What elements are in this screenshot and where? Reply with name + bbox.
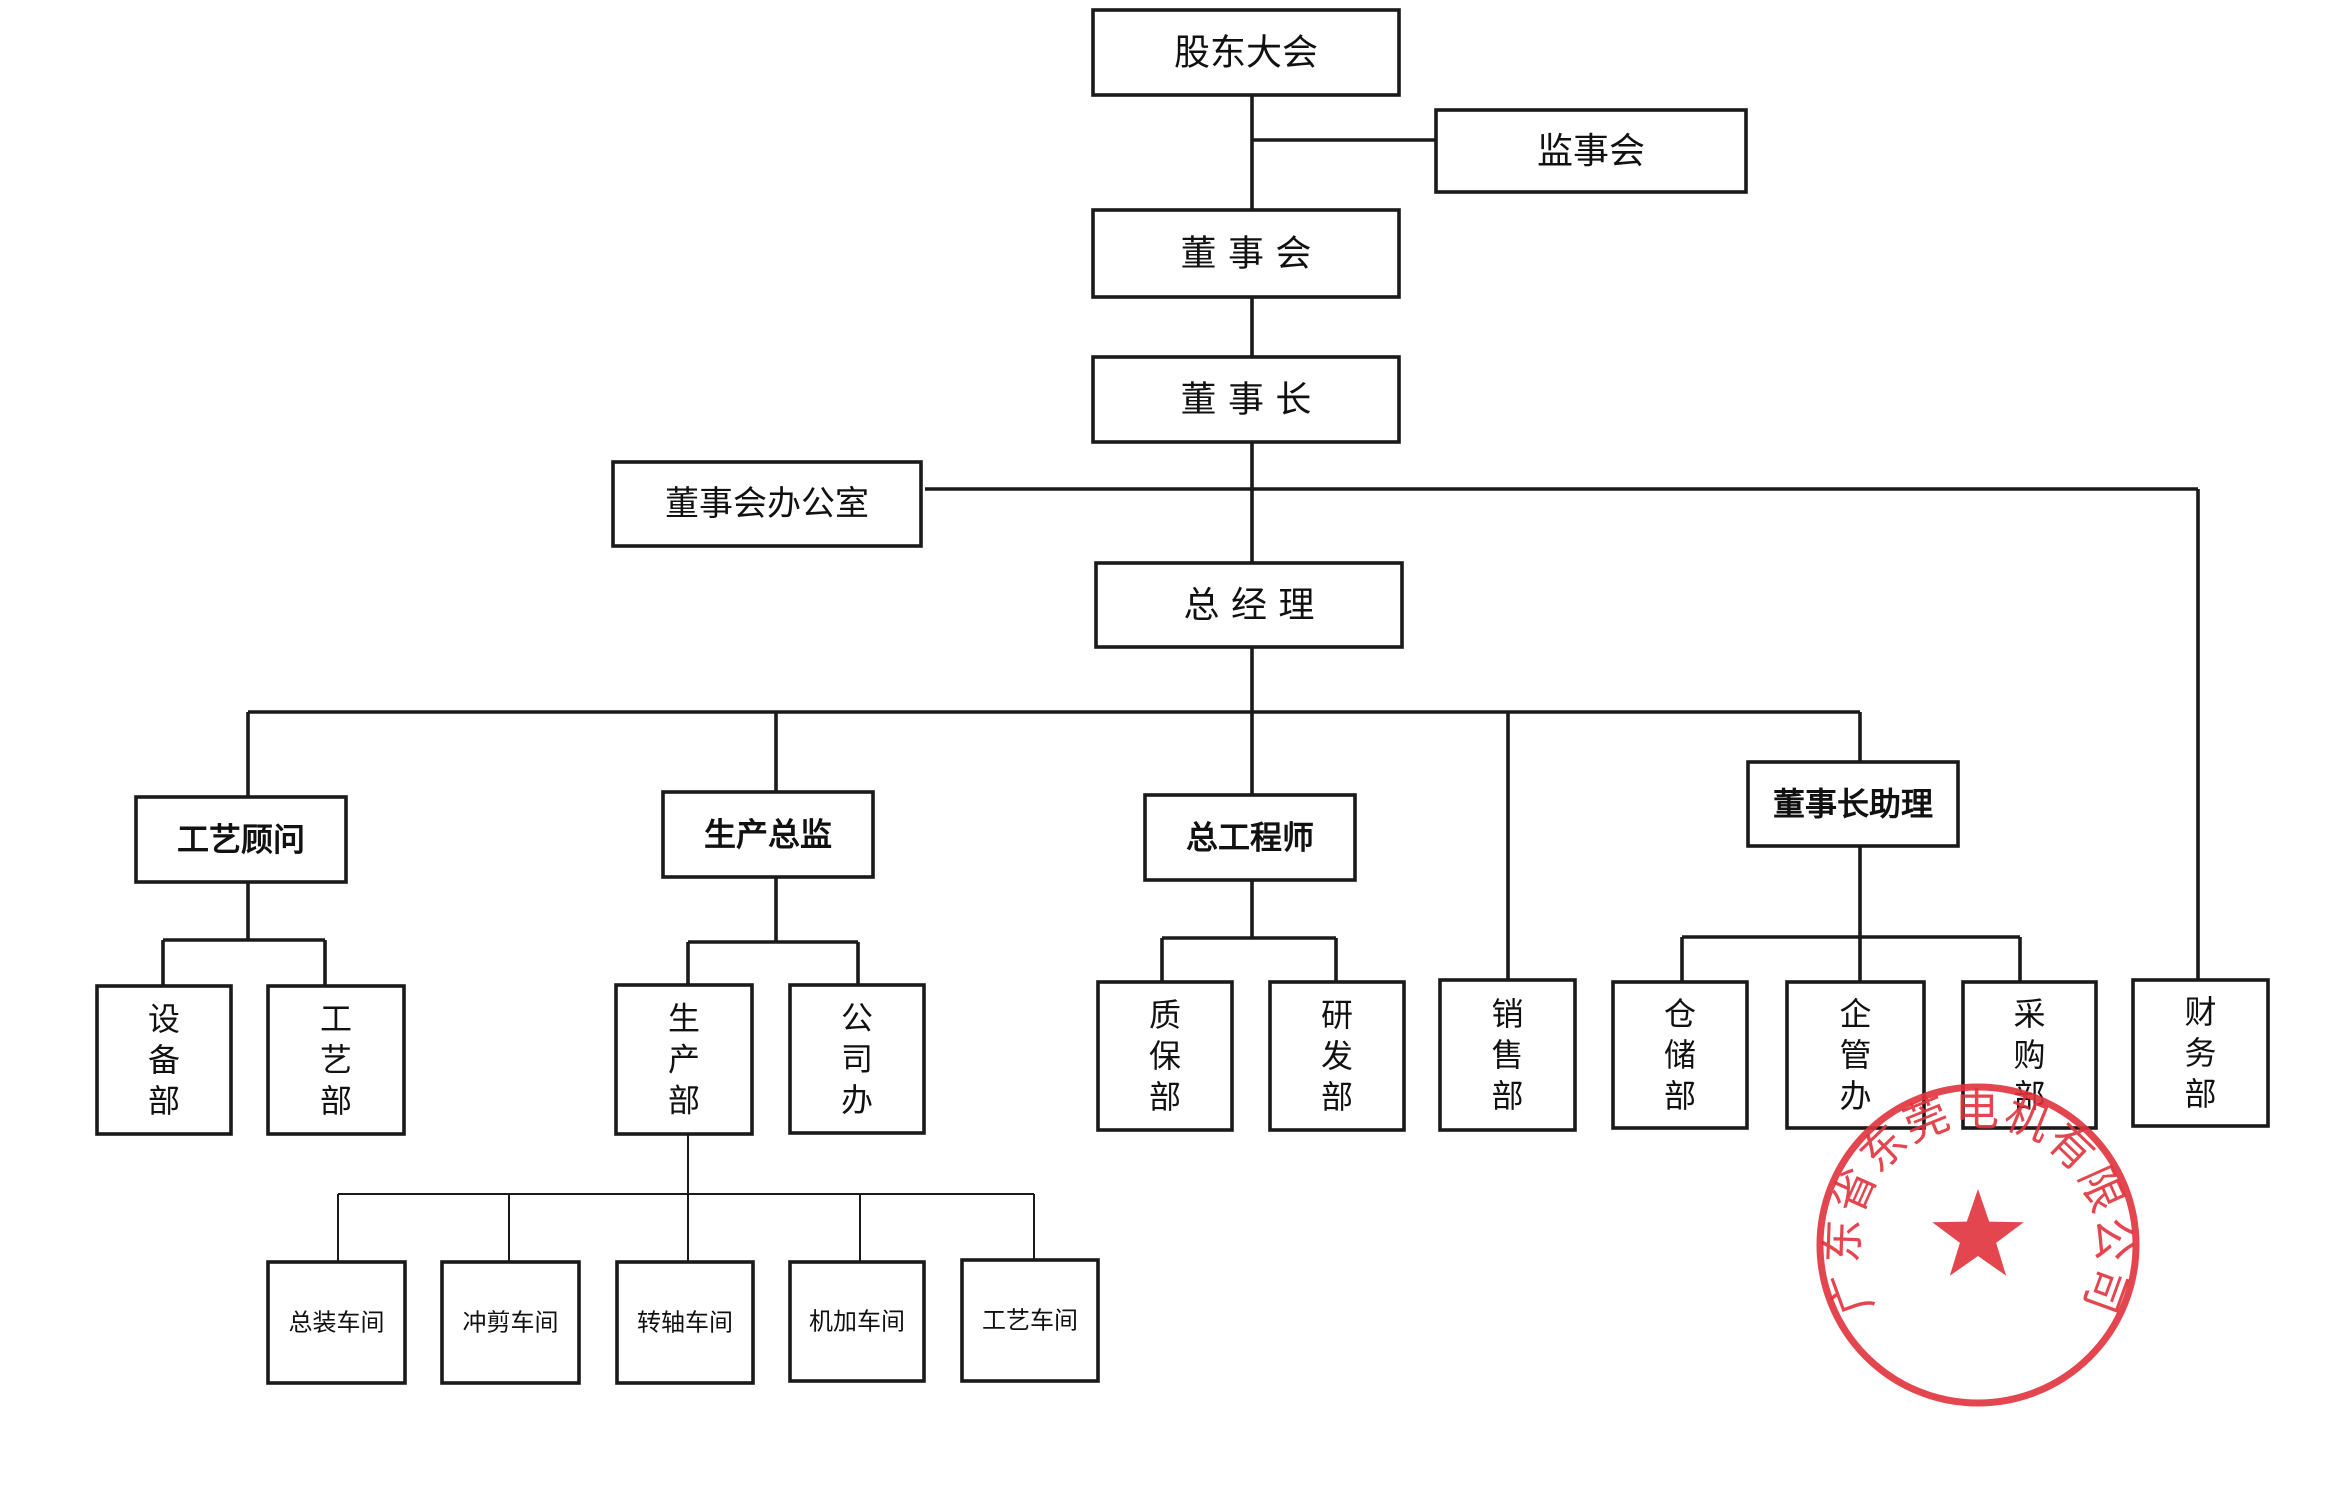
node-box xyxy=(1096,980,1234,1132)
node-label: 企管办 xyxy=(1839,995,1871,1115)
node-box xyxy=(95,984,233,1136)
org-node-zhibao: 质保部 xyxy=(1096,980,1234,1132)
node-box xyxy=(1746,760,1960,848)
node-label: 采购部 xyxy=(2013,995,2045,1115)
org-node-shengchanbu: 生产部 xyxy=(614,983,754,1136)
org-node-shengchan-zongjian: 生产总监 xyxy=(661,790,875,879)
node-label: 总 经 理 xyxy=(1184,585,1315,626)
node-box xyxy=(1961,980,2098,1130)
seal-ring xyxy=(1816,1083,2140,1407)
node-box xyxy=(266,984,406,1136)
org-node-yanfa: 研发部 xyxy=(1268,980,1406,1132)
node-box xyxy=(1143,793,1357,882)
node-label: 销售部 xyxy=(1491,995,1523,1115)
org-node-dongshihui: 董 事 会 xyxy=(1091,208,1401,299)
node-box xyxy=(960,1258,1100,1383)
connector-lines xyxy=(161,95,2200,1262)
node-box xyxy=(266,1260,407,1385)
node-label: 工艺部 xyxy=(320,1000,352,1120)
node-box xyxy=(1434,108,1748,194)
org-node-dongshizhang: 董 事 长 xyxy=(1091,355,1401,444)
node-box xyxy=(615,1260,755,1385)
node-box xyxy=(614,983,754,1136)
node-label: 设备部 xyxy=(148,1000,180,1120)
org-node-caiwu: 财务部 xyxy=(2131,978,2270,1128)
node-box xyxy=(1094,561,1404,649)
node-label: 质保部 xyxy=(1149,996,1181,1116)
node-box xyxy=(1091,355,1401,444)
org-node-qiguan: 企管办 xyxy=(1785,980,1926,1130)
node-label: 董 事 会 xyxy=(1181,233,1312,274)
node-box xyxy=(788,1260,926,1383)
node-label: 财务部 xyxy=(2184,993,2216,1113)
org-node-gongsiban: 公司办 xyxy=(788,983,926,1135)
node-label: 股东大会 xyxy=(1174,32,1318,73)
node-box xyxy=(440,1260,581,1385)
node-box xyxy=(1438,978,1577,1132)
org-node-jianshi: 监事会 xyxy=(1434,108,1748,194)
org-node-gudong: 股东大会 xyxy=(1091,8,1401,97)
node-box xyxy=(1611,980,1749,1130)
node-box xyxy=(1268,980,1406,1132)
org-node-cangchu: 仓储部 xyxy=(1611,980,1749,1130)
org-node-gongyibu: 工艺部 xyxy=(266,984,406,1136)
node-label: 工艺顾问 xyxy=(177,821,305,859)
org-node-shebei: 设备部 xyxy=(95,984,233,1136)
node-box xyxy=(788,983,926,1135)
node-label: 冲剪车间 xyxy=(463,1309,559,1337)
node-label: 董事会办公室 xyxy=(665,484,869,524)
node-label: 公司办 xyxy=(841,999,873,1119)
node-label: 机加车间 xyxy=(809,1308,905,1336)
node-box xyxy=(611,460,923,548)
node-box xyxy=(134,795,348,884)
node-label: 监事会 xyxy=(1537,131,1645,172)
seal-star-icon xyxy=(1932,1189,2024,1276)
org-node-jijia: 机加车间 xyxy=(788,1260,926,1383)
org-node-chongjian: 冲剪车间 xyxy=(440,1260,581,1385)
node-box xyxy=(661,790,875,879)
node-label: 生产部 xyxy=(668,1000,700,1120)
node-box xyxy=(1091,208,1401,299)
org-node-zongzhuang: 总装车间 xyxy=(266,1260,407,1385)
node-label: 总工程师 xyxy=(1186,819,1314,857)
node-label: 工艺车间 xyxy=(982,1307,1078,1335)
company-seal: 广东省东莞电机有限公司 xyxy=(1816,1083,2140,1407)
node-box xyxy=(2131,978,2270,1128)
org-node-dongban: 董事会办公室 xyxy=(611,460,923,548)
org-node-zongjingli: 总 经 理 xyxy=(1094,561,1404,649)
node-label: 总装车间 xyxy=(289,1309,385,1337)
org-node-zong-gongchengshi: 总工程师 xyxy=(1143,793,1357,882)
node-label: 仓储部 xyxy=(1664,995,1696,1115)
node-box xyxy=(1091,8,1401,97)
org-node-zhuli: 董事长助理 xyxy=(1746,760,1960,848)
node-label: 转轴车间 xyxy=(637,1309,733,1337)
node-label: 研发部 xyxy=(1321,996,1353,1116)
node-label: 董事长助理 xyxy=(1773,785,1933,823)
org-node-zhuanzhou: 转轴车间 xyxy=(615,1260,755,1385)
org-node-caigou: 采购部 xyxy=(1961,980,2098,1130)
org-node-gongyi-guwen: 工艺顾问 xyxy=(134,795,348,884)
node-label: 董 事 长 xyxy=(1181,379,1312,420)
org-node-gongyi-chejian: 工艺车间 xyxy=(960,1258,1100,1383)
org-node-xiaoshou: 销售部 xyxy=(1438,978,1577,1132)
node-label: 生产总监 xyxy=(704,816,832,854)
